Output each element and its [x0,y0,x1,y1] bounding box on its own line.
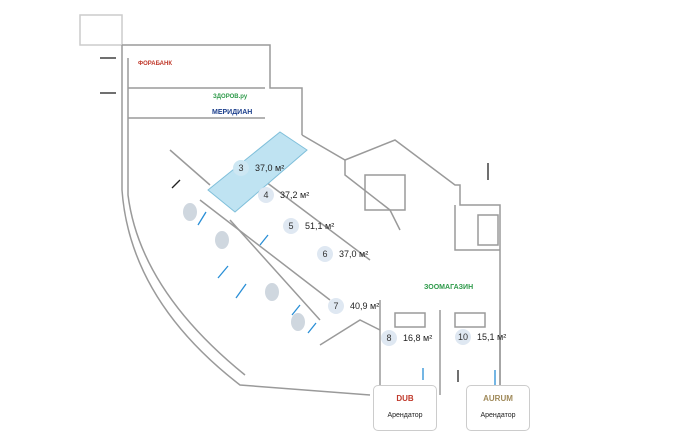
unit-number: 5 [283,218,299,234]
unit-number: 10 [455,329,471,345]
tenant-logo: DUB [396,394,414,403]
unit-number: 3 [233,160,249,176]
tenant-logo: AURUM [483,394,513,403]
unit-area: 40,9 м² [350,301,380,311]
unit-5[interactable]: 5 51,1 м² [283,218,334,234]
unit-3-highlight[interactable] [207,131,308,213]
bank-logo: ФОРАБАНК [138,61,173,67]
pharmacy-logo: ЗДОРОВ.ру [213,94,248,100]
unit-area: 51,1 м² [305,221,335,231]
unit-number: 8 [381,330,397,346]
entrance-arrows [197,211,496,385]
unit-number: 6 [317,246,333,262]
tenant-label: Арендатор [480,412,516,419]
unit-area: 37,0 м² [255,163,285,173]
store-logo: МЕРИДИАН [212,109,253,116]
unit-8[interactable]: 8 16,8 м² [381,330,432,346]
zoo-store-label: ЗООМАГАЗИН [424,284,474,291]
unit-number: 7 [328,298,344,314]
tenant-card[interactable]: DUB Арендатор [373,385,437,431]
unit-area: 16,8 м² [403,333,433,343]
unit-area: 37,0 м² [339,249,369,259]
tenant-label: Арендатор [387,412,423,419]
unit-3[interactable]: 3 37,0 м² [233,160,284,176]
unit-7[interactable]: 7 40,9 м² [328,298,379,314]
tenant-card[interactable]: AURUM Арендатор [466,385,530,431]
unit-10[interactable]: 10 15,1 м² [455,329,506,345]
unit-4[interactable]: 4 37,2 м² [258,187,309,203]
unit-area: 37,2 м² [280,190,310,200]
unit-6[interactable]: 6 37,0 м² [317,246,368,262]
unit-area: 15,1 м² [477,332,507,342]
unit-number: 4 [258,187,274,203]
